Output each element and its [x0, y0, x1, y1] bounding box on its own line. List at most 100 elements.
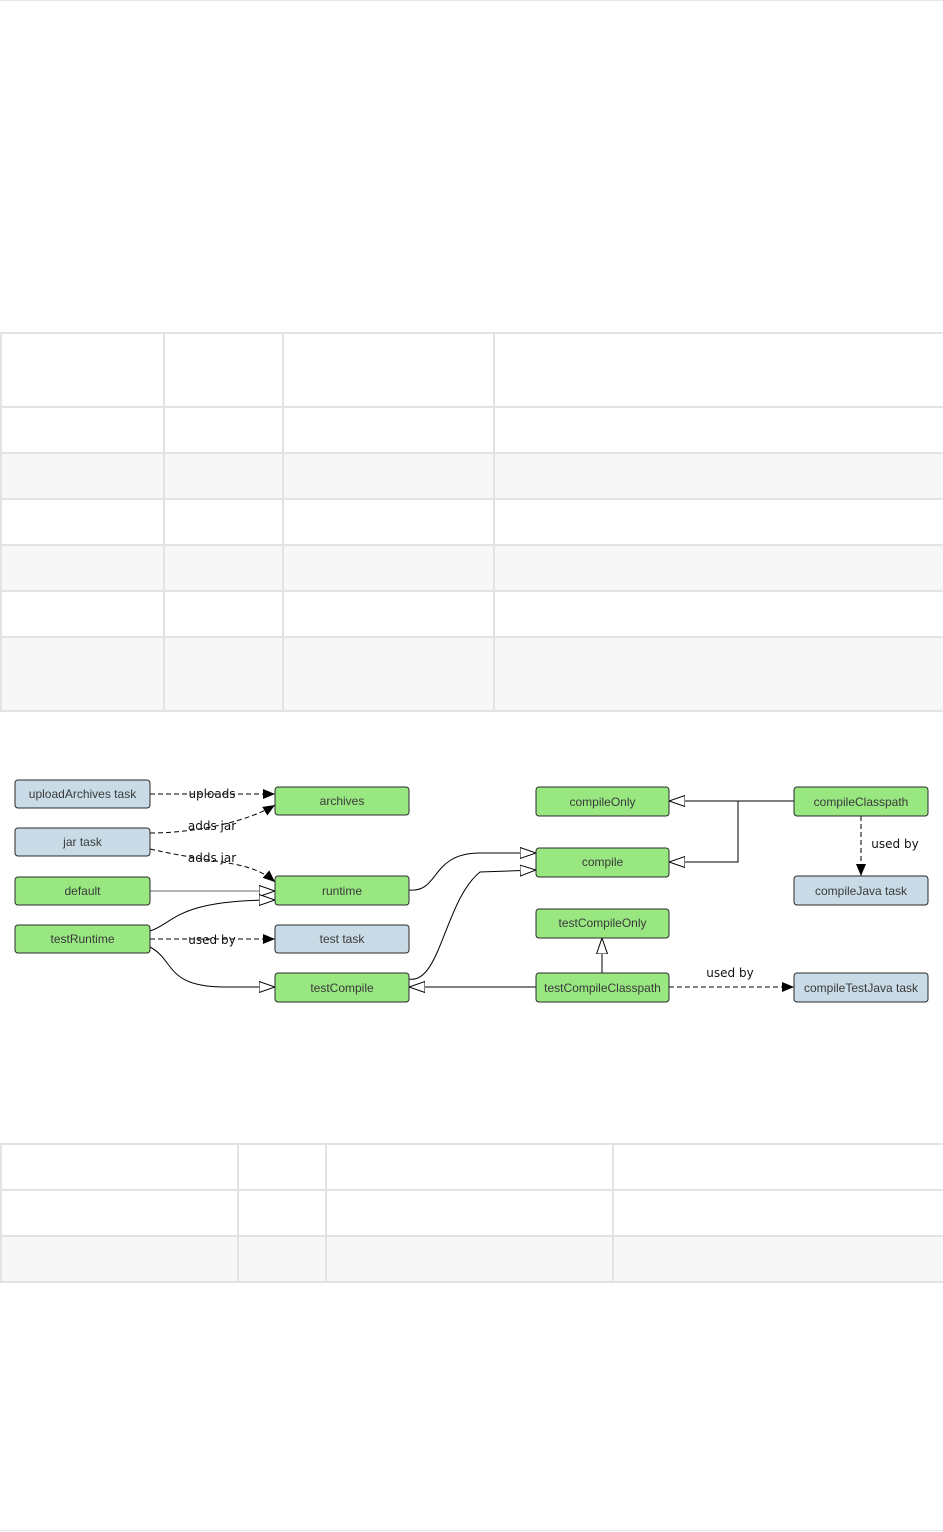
table-cell [493, 406, 943, 454]
configurations-table [0, 332, 943, 712]
node-test-compile: testCompile [274, 972, 410, 1003]
table-cell [237, 1235, 327, 1283]
node-compile: compile [535, 847, 670, 878]
edge-runtime-compile [408, 853, 536, 891]
node-test-task: test task [274, 924, 410, 954]
second-table [0, 1143, 943, 1283]
svg-text:testCompileOnly: testCompileOnly [558, 916, 646, 930]
svg-text:testCompileClasspath: testCompileClasspath [544, 981, 661, 995]
table-row [0, 498, 943, 546]
table-cell [612, 1143, 943, 1191]
node-upload-archives-task: uploadArchives task [14, 779, 151, 809]
diagram-nodes: uploadArchives task jar task default tes… [14, 779, 929, 1003]
svg-text:testCompile: testCompile [310, 981, 374, 995]
table-row [0, 544, 943, 592]
table-cell [282, 406, 495, 454]
edge-label-uploads: uploads [188, 787, 235, 801]
table-cell [325, 1143, 614, 1191]
node-compile-classpath: compileClasspath [793, 786, 929, 817]
table-cell [282, 636, 495, 712]
table-cell [612, 1189, 943, 1237]
table-cell [0, 1189, 239, 1237]
svg-text:compileClasspath: compileClasspath [814, 795, 909, 809]
svg-text:compile: compile [582, 855, 624, 869]
table-cell [0, 1235, 239, 1283]
table-cell [282, 498, 495, 546]
svg-text:compileTestJava task: compileTestJava task [804, 981, 919, 995]
table-cell [493, 332, 943, 408]
table-row [0, 1235, 943, 1283]
table-cell [163, 452, 284, 500]
diagram-edges [149, 789, 866, 987]
svg-text:testRuntime: testRuntime [50, 932, 114, 946]
table-cell [282, 332, 495, 408]
table-row [0, 406, 943, 454]
edge-adds-jar-archives [149, 804, 276, 834]
table-cell [282, 452, 495, 500]
table-cell [493, 452, 943, 500]
table-row [0, 1189, 943, 1237]
table-cell [163, 590, 284, 638]
table-cell [325, 1235, 614, 1283]
top-divider [0, 0, 943, 1]
table-row [0, 636, 943, 712]
table-cell [237, 1143, 327, 1191]
svg-text:runtime: runtime [322, 884, 362, 898]
table-cell [0, 406, 165, 454]
table-cell [0, 544, 165, 592]
node-default: default [14, 876, 151, 906]
svg-text:compileJava task: compileJava task [815, 884, 908, 898]
table-cell [325, 1189, 614, 1237]
node-jar-task: jar task [14, 827, 151, 857]
node-test-runtime: testRuntime [14, 924, 151, 954]
svg-text:test task: test task [320, 932, 366, 946]
edge-label-adds-jar: adds jar [188, 819, 236, 833]
table-cell [163, 636, 284, 712]
table-cell [493, 544, 943, 592]
edge-compileclasspath-compile [669, 801, 739, 862]
table-cell [163, 544, 284, 592]
edge-testruntime-runtime [149, 900, 275, 932]
table-cell [493, 590, 943, 638]
table-cell [493, 498, 943, 546]
edge-label-used-by: used by [871, 837, 918, 851]
edge-label-used-by: used by [706, 966, 753, 980]
node-archives: archives [274, 786, 410, 816]
table-header-row [0, 1143, 943, 1191]
node-compile-test-java-task: compileTestJava task [793, 972, 929, 1003]
bottom-divider [0, 1530, 943, 1531]
table-cell [163, 498, 284, 546]
table-cell [0, 452, 165, 500]
edge-testcompile-compile [408, 870, 536, 980]
node-test-compile-only: testCompileOnly [535, 908, 670, 939]
node-test-compile-classpath: testCompileClasspath [535, 972, 670, 1003]
svg-text:jar task: jar task [62, 835, 103, 849]
table-cell [0, 332, 165, 408]
table-header-row [0, 332, 943, 408]
diagram-edge-labels: uploads adds jar adds jar used by used b… [188, 787, 919, 980]
dependency-configurations-diagram: uploads adds jar adds jar used by used b… [14, 779, 929, 1003]
table-cell [612, 1235, 943, 1283]
table-cell [237, 1189, 327, 1237]
edge-testruntime-testcompile [149, 946, 275, 987]
table-cell [0, 590, 165, 638]
table-cell [493, 636, 943, 712]
edge-label-adds-jar: adds jar [188, 851, 236, 865]
table-cell [0, 498, 165, 546]
svg-text:uploadArchives task: uploadArchives task [29, 787, 137, 801]
node-compile-only: compileOnly [535, 786, 670, 817]
table-row [0, 590, 943, 638]
table-cell [163, 332, 284, 408]
svg-text:archives: archives [320, 794, 365, 808]
svg-text:default: default [64, 884, 101, 898]
svg-text:compileOnly: compileOnly [569, 795, 635, 809]
table-cell [282, 590, 495, 638]
edge-label-used-by: used by [188, 933, 235, 947]
node-compile-java-task: compileJava task [793, 875, 929, 906]
table-cell [163, 406, 284, 454]
table-row [0, 452, 943, 500]
table-cell [0, 636, 165, 712]
node-runtime: runtime [274, 875, 410, 906]
table-cell [282, 544, 495, 592]
edge-adds-jar-runtime [149, 848, 276, 883]
